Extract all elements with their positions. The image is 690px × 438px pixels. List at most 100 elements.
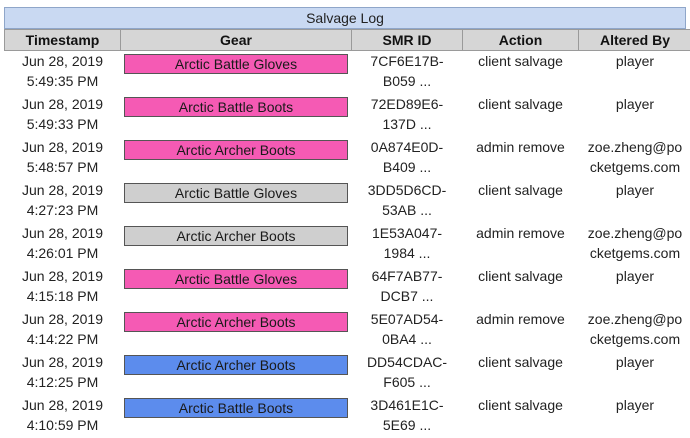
gear-chip[interactable]: Arctic Battle Gloves	[124, 269, 348, 289]
panel-title: Salvage Log	[4, 7, 686, 29]
gear-cell: Arctic Archer Boots	[121, 223, 352, 266]
action-text: admin remove	[463, 223, 579, 243]
action-text: client salvage	[463, 94, 579, 114]
timestamp-date: Jun 28, 2019	[5, 223, 121, 243]
smr-id-cell: 64F7AB77-DCB7 ...	[352, 266, 463, 309]
smr-id-line-2: 137D ...	[352, 114, 463, 134]
column-header-altered-by[interactable]: Altered By	[579, 30, 690, 51]
timestamp-time: 4:15:18 PM	[5, 286, 121, 306]
action-text: client salvage	[463, 395, 579, 415]
column-header-action[interactable]: Action	[463, 30, 579, 51]
smr-id-line-2: 53AB ...	[352, 200, 463, 220]
altered-by-line-2: cketgems.com	[579, 243, 690, 263]
altered-by-line-2: cketgems.com	[579, 157, 690, 177]
action-cell: admin remove	[463, 137, 579, 180]
action-cell: admin remove	[463, 223, 579, 266]
smr-id-line-1: 3DD5D6CD-	[352, 180, 463, 200]
timestamp-time: 5:49:35 PM	[5, 71, 121, 91]
altered-by-line-1: player	[579, 352, 690, 372]
column-header-smr-id[interactable]: SMR ID	[352, 30, 463, 51]
altered-by-cell: player	[579, 51, 690, 95]
column-header-gear[interactable]: Gear	[121, 30, 352, 51]
salvage-log-table: Timestamp Gear SMR ID Action Altered By …	[4, 29, 690, 438]
altered-by-line-1: player	[579, 94, 690, 114]
smr-id-cell: 3D461E1C-5E69 ...	[352, 395, 463, 438]
action-cell: client salvage	[463, 51, 579, 95]
smr-id-line-1: 5E07AD54-	[352, 309, 463, 329]
altered-by-cell: player	[579, 266, 690, 309]
gear-cell: Arctic Battle Boots	[121, 94, 352, 137]
action-cell: client salvage	[463, 180, 579, 223]
gear-chip[interactable]: Arctic Battle Boots	[124, 398, 348, 418]
action-cell: client salvage	[463, 352, 579, 395]
altered-by-line-2: cketgems.com	[579, 329, 690, 349]
gear-cell: Arctic Battle Gloves	[121, 180, 352, 223]
smr-id-line-1: 64F7AB77-	[352, 266, 463, 286]
gear-chip[interactable]: Arctic Archer Boots	[124, 312, 348, 332]
altered-by-cell: player	[579, 395, 690, 438]
action-cell: client salvage	[463, 94, 579, 137]
smr-id-line-2: 1984 ...	[352, 243, 463, 263]
timestamp-time: 4:26:01 PM	[5, 243, 121, 263]
timestamp-date: Jun 28, 2019	[5, 137, 121, 157]
action-text: client salvage	[463, 51, 579, 71]
smr-id-line-2: F605 ...	[352, 372, 463, 392]
smr-id-cell: 1E53A047-1984 ...	[352, 223, 463, 266]
altered-by-line-1: zoe.zheng@po	[579, 223, 690, 243]
altered-by-line-1: player	[579, 51, 690, 71]
action-text: admin remove	[463, 137, 579, 157]
gear-chip[interactable]: Arctic Archer Boots	[124, 140, 348, 160]
smr-id-line-2: B409 ...	[352, 157, 463, 177]
smr-id-line-1: DD54CDAC-	[352, 352, 463, 372]
timestamp-date: Jun 28, 2019	[5, 94, 121, 114]
gear-chip[interactable]: Arctic Battle Gloves	[124, 183, 348, 203]
altered-by-cell: player	[579, 180, 690, 223]
timestamp-date: Jun 28, 2019	[5, 352, 121, 372]
smr-id-line-1: 72ED89E6-	[352, 94, 463, 114]
gear-cell: Arctic Battle Boots	[121, 395, 352, 438]
gear-chip[interactable]: Arctic Battle Boots	[124, 97, 348, 117]
altered-by-cell: player	[579, 352, 690, 395]
timestamp-date: Jun 28, 2019	[5, 266, 121, 286]
smr-id-line-2: 0BA4 ...	[352, 329, 463, 349]
action-text: client salvage	[463, 180, 579, 200]
salvage-log-panel: Salvage Log Timestamp Gear SMR ID Action…	[4, 7, 686, 438]
smr-id-cell: 5E07AD54-0BA4 ...	[352, 309, 463, 352]
altered-by-cell: player	[579, 94, 690, 137]
gear-cell: Arctic Archer Boots	[121, 309, 352, 352]
gear-cell: Arctic Battle Gloves	[121, 266, 352, 309]
gear-chip[interactable]: Arctic Archer Boots	[124, 226, 348, 246]
smr-id-cell: 0A874E0D-B409 ...	[352, 137, 463, 180]
smr-id-line-1: 7CF6E17B-	[352, 51, 463, 71]
gear-chip[interactable]: Arctic Archer Boots	[124, 355, 348, 375]
timestamp-date: Jun 28, 2019	[5, 309, 121, 329]
timestamp-time: 4:14:22 PM	[5, 329, 121, 349]
smr-id-line-2: B059 ...	[352, 71, 463, 91]
smr-id-line-1: 1E53A047-	[352, 223, 463, 243]
column-header-timestamp[interactable]: Timestamp	[5, 30, 121, 51]
gear-chip[interactable]: Arctic Battle Gloves	[124, 54, 348, 74]
timestamp-date: Jun 28, 2019	[5, 51, 121, 71]
timestamp-time: 4:10:59 PM	[5, 415, 121, 435]
timestamp-time: 5:49:33 PM	[5, 114, 121, 134]
table-header-row: Timestamp Gear SMR ID Action Altered By	[5, 30, 690, 51]
